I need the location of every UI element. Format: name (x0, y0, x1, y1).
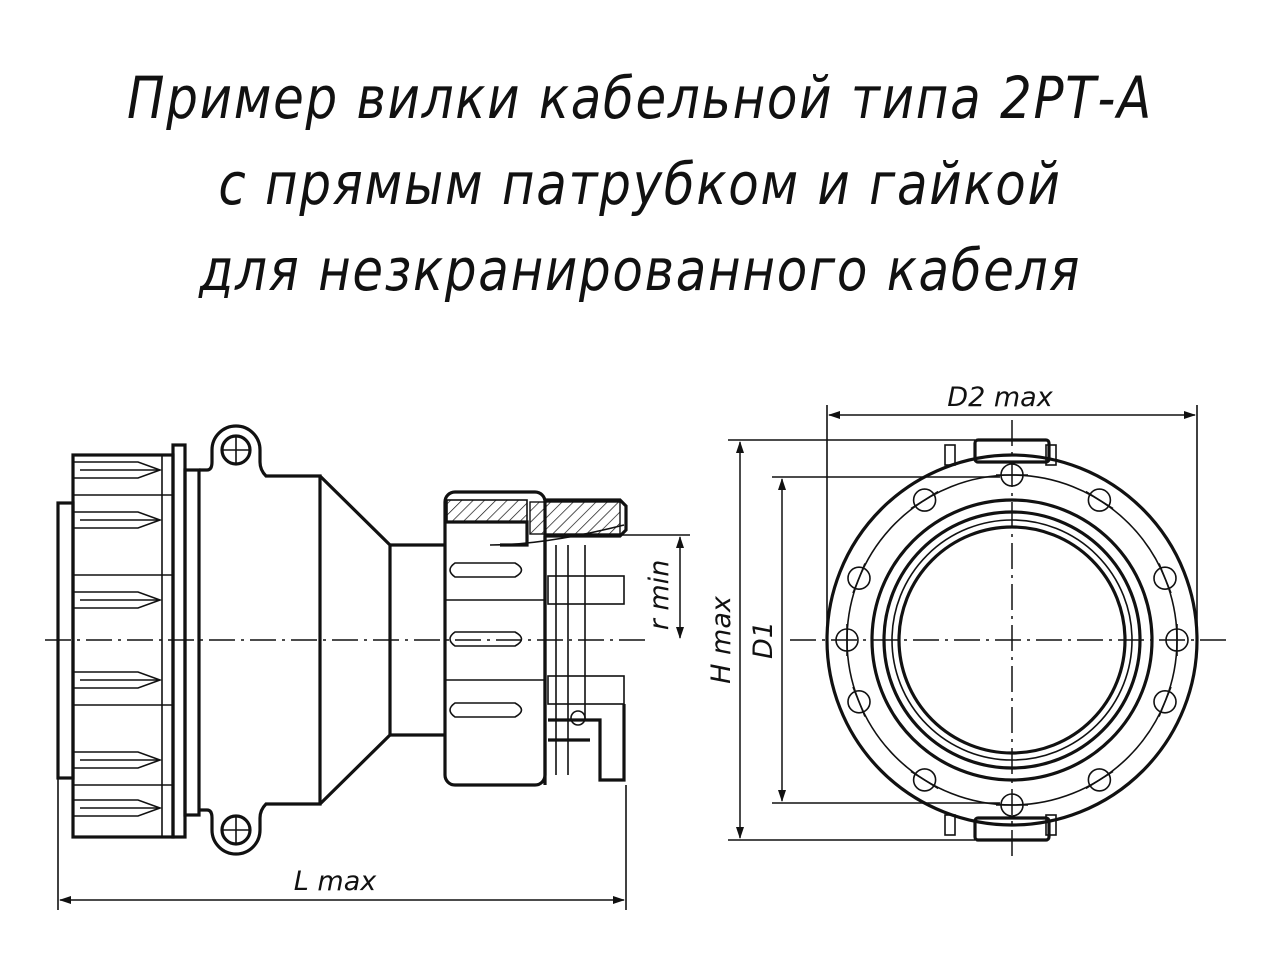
flange-bump-tick (1085, 490, 1114, 510)
straight-spout (489, 498, 628, 785)
label-h-max: H max (706, 595, 737, 684)
flange-bump-tick (852, 686, 866, 717)
label-d2-max: D2 max (947, 382, 1053, 413)
flange-bump-tick (852, 563, 866, 594)
conical-adapter (318, 474, 445, 806)
dimension-h-max: H max (706, 439, 975, 841)
label-d1: D1 (748, 621, 779, 659)
title-line-3: для незкранированного кабеля (198, 236, 1082, 304)
flange-bump-tick (1158, 686, 1172, 717)
bottom-lug-screw (220, 814, 252, 846)
flange-bump-tick (910, 490, 939, 510)
dimension-l-max: L max (57, 778, 627, 910)
dimension-d1: D1 (748, 476, 1000, 804)
dimension-d2-max: D2 max (826, 382, 1198, 640)
front-bottom-lug (944, 814, 1057, 842)
cable-gland-nut (443, 490, 547, 787)
front-top-lug (944, 438, 1057, 466)
top-lug-screw (220, 434, 252, 466)
flange-bump (912, 768, 937, 792)
flange-bump (1153, 566, 1177, 591)
front-view: D2 max H max D1 (706, 382, 1230, 860)
flange-bump (1087, 768, 1112, 792)
flange-bumps (835, 463, 1189, 817)
coupling-nut (56, 443, 201, 839)
flange-bump-tick (1085, 770, 1114, 790)
flange-bump (847, 566, 871, 591)
flange-bump-tick (910, 770, 939, 790)
title-line-2: с прямым патрубком и гайкой (218, 150, 1062, 218)
side-view: L max r min (45, 424, 690, 910)
title-line-1: Пример вилки кабельной типа 2РТ-А (126, 64, 1154, 132)
drawing-title: Пример вилки кабельной типа 2РТ-А с прям… (90, 55, 1191, 313)
flange-bump (1153, 689, 1177, 714)
flange-bump (912, 488, 937, 512)
dimension-r-min: r min (600, 534, 690, 639)
flange-bump (1087, 488, 1112, 512)
label-l-max: L max (294, 866, 377, 897)
flange-bump (847, 689, 871, 714)
label-r-min: r min (644, 560, 675, 631)
flange-bump-tick (1158, 563, 1172, 594)
